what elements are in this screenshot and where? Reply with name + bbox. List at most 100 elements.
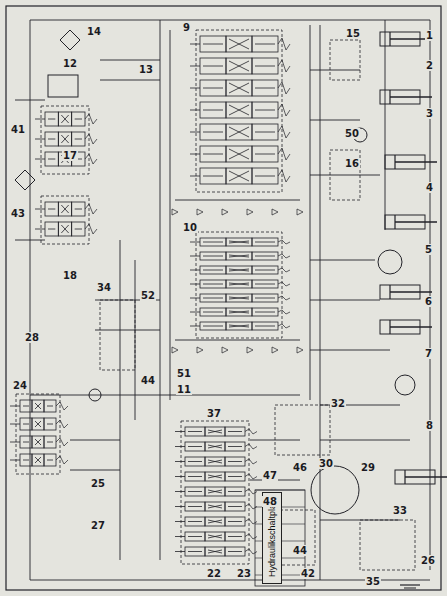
spring-symbol (245, 474, 257, 479)
hydraulic-line (229, 83, 249, 93)
valve-bank (16, 394, 60, 474)
title-text: Hydraulikschaltplan (267, 499, 277, 577)
hydraulic-line (208, 475, 222, 478)
valve-bank (196, 30, 282, 192)
valve-section (226, 36, 252, 52)
hydraulic-line (160, 20, 161, 560)
hydraulic-line (175, 491, 185, 492)
hydraulic-line (190, 66, 200, 67)
hydraulic-line (30, 395, 300, 396)
valve-bank (41, 196, 89, 244)
hydraulic-line (229, 241, 249, 243)
hydraulic-line (175, 446, 185, 447)
hydraulic-line (208, 490, 222, 493)
check-valve (172, 209, 178, 215)
hydraulic-line (208, 445, 222, 448)
callout-number: 41 (10, 124, 26, 135)
brake-valve (360, 520, 415, 570)
valve-section (252, 168, 278, 184)
check-valve (297, 209, 303, 215)
valve-section (226, 322, 252, 330)
hydraulic-line (229, 127, 249, 137)
valve-section (225, 502, 245, 511)
hydraulic-line (190, 176, 200, 177)
hydraulic-line (255, 326, 275, 327)
valve-section (225, 457, 245, 466)
hydraulic-line (208, 505, 222, 508)
callout-number: 10 (182, 222, 198, 233)
hydraulic-line (229, 241, 249, 243)
callout-number: 8 (425, 420, 434, 431)
hydraulic-line (229, 39, 249, 49)
hydraulic-line (229, 269, 249, 271)
hydraulic-line (15, 240, 45, 241)
callout-number: 18 (62, 270, 78, 281)
hydraulic-line (203, 132, 223, 133)
callout-number: 16 (344, 158, 360, 169)
spring-symbol (278, 296, 290, 300)
hydraulic-line (61, 225, 68, 233)
valve-section (226, 102, 252, 118)
hydraulic-line (203, 256, 223, 257)
hydraulic-line (75, 139, 82, 140)
hydraulic-line (75, 229, 82, 230)
hydraulic-line (208, 445, 222, 448)
hydraulic-line (203, 88, 223, 89)
hydraulic-line (10, 424, 20, 425)
callout-number: 17 (62, 150, 78, 161)
hydraulic-line (75, 209, 82, 210)
valve-section (32, 418, 44, 430)
hydraulic-line (203, 66, 223, 67)
hydraulic-motor (395, 375, 415, 395)
hydraulic-line (190, 270, 200, 271)
drawing-frame (6, 6, 441, 590)
valve-section (205, 427, 225, 436)
valve-section (252, 308, 278, 316)
valve-section (200, 146, 226, 162)
spring-symbol (85, 224, 97, 234)
hydraulic-line (229, 325, 249, 327)
hydraulic-line (190, 88, 200, 89)
hydraulic-line (35, 421, 41, 427)
hydraulic-line (229, 325, 249, 327)
hydraulic-line (61, 135, 68, 143)
valve-section (185, 502, 205, 511)
hydraulic-line (385, 20, 386, 230)
hydraulic-line (229, 297, 249, 299)
hydraulic-line (48, 139, 55, 140)
valve-section (252, 124, 278, 140)
callout-number: 13 (138, 64, 154, 75)
hydraulic-line (10, 442, 20, 443)
hydraulic-line (208, 535, 222, 538)
callout-number: 4 (425, 182, 434, 193)
valve-section (45, 222, 58, 236)
hydraulic-line (188, 446, 202, 447)
valve-section (205, 487, 225, 496)
hydraulic-line (229, 269, 249, 271)
hydraulic-line (203, 242, 223, 243)
callout-number: 50 (344, 128, 360, 139)
hydraulic-line (228, 551, 242, 552)
valve-section (252, 322, 278, 330)
callout-number: 12 (62, 58, 78, 69)
valve-section (32, 400, 44, 412)
hydraulic-line (48, 119, 55, 120)
valve-section (252, 36, 278, 52)
valve-section (58, 222, 71, 236)
spring-symbol (245, 429, 257, 434)
hydraulic-line (61, 115, 68, 123)
valve-section (44, 400, 56, 412)
hydraulic-line (255, 256, 275, 257)
valve-section (205, 517, 225, 526)
hydraulic-line (30, 20, 31, 580)
valve-section (226, 168, 252, 184)
spring-symbol (245, 459, 257, 464)
hydraulic-line (229, 61, 249, 71)
hydraulic-line (175, 476, 185, 477)
hydraulic-line (255, 132, 275, 133)
hydraulic-line (228, 476, 242, 477)
hydraulic-line (255, 298, 275, 299)
valve-section (225, 472, 245, 481)
hydraulic-line (35, 403, 41, 409)
